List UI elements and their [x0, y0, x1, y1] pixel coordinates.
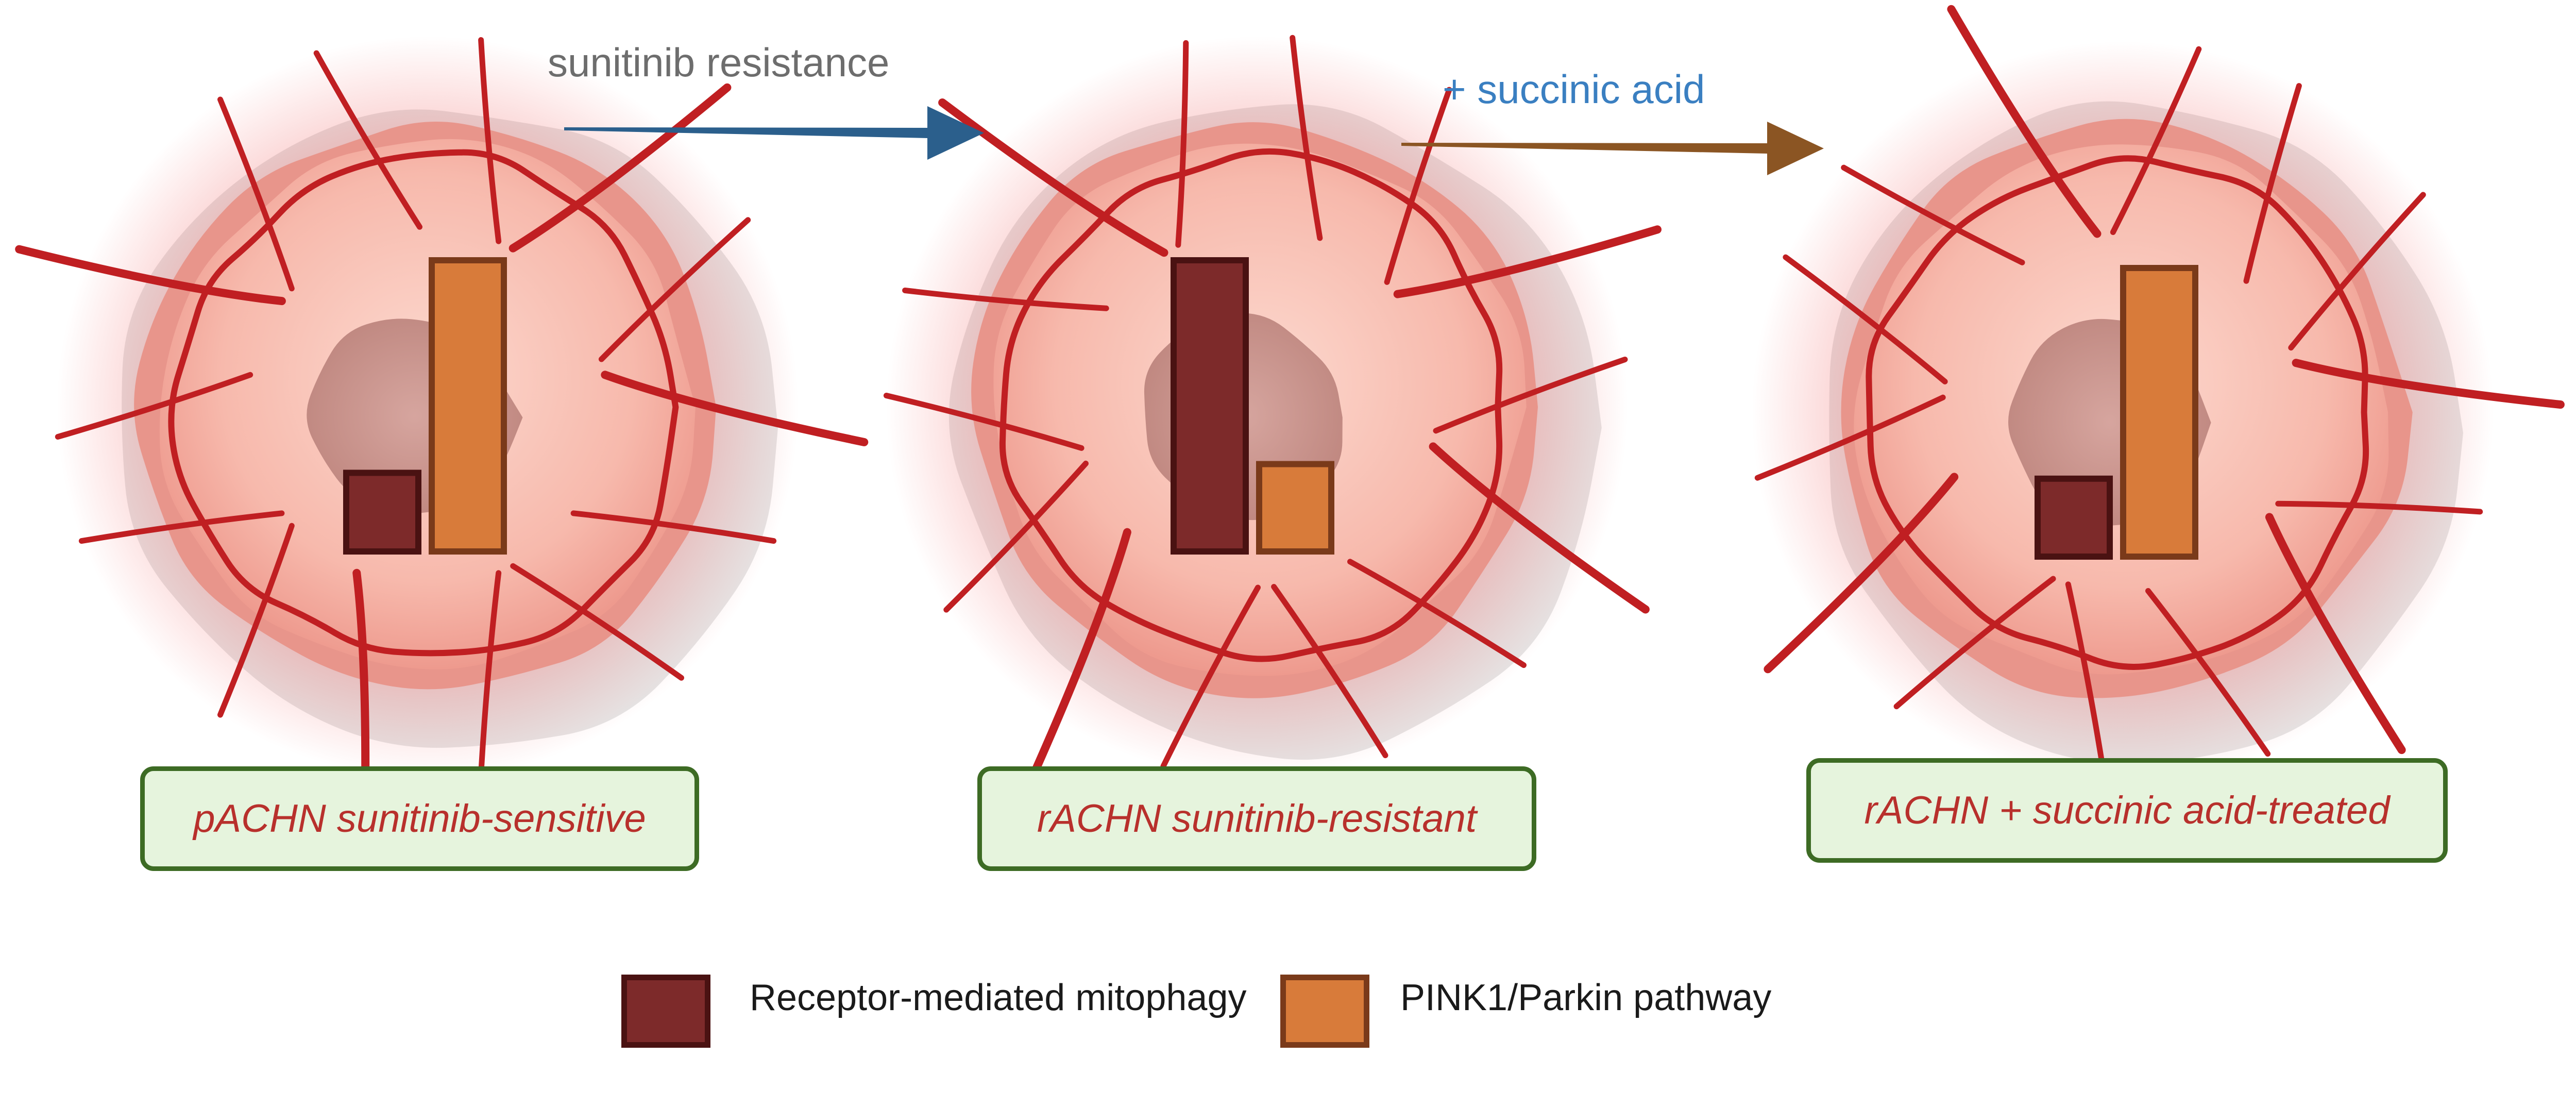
panel-label-sensitive-text: pACHN sunitinib-sensitive [193, 797, 646, 841]
blood-vessel [2288, 192, 2426, 351]
blood-vessel [2065, 581, 2108, 786]
blood-vessel [510, 563, 684, 681]
legend-swatch-receptor [621, 975, 710, 1048]
blood-vessel [509, 83, 732, 253]
blood-vessel [1290, 35, 1323, 241]
arrow-label-succinic: + succinic acid [1443, 66, 1705, 112]
blood-vessel [1160, 584, 1261, 769]
bar-pink1-parkin [429, 257, 507, 555]
blood-vessel [1026, 528, 1131, 786]
bar-pink1-parkin [1256, 461, 1334, 555]
blood-vessel [217, 523, 295, 718]
blood-vessel [1384, 87, 1452, 285]
blood-vessel [883, 393, 1084, 451]
blood-vessel [78, 510, 285, 544]
legend-label-receptor: Receptor-mediated mitophagy [750, 977, 1247, 1018]
blood-vessel [938, 98, 1168, 257]
blood-vessel [2292, 359, 2565, 409]
tumor-cell [883, 35, 1662, 786]
arrow-label-resistance: sunitinib resistance [548, 40, 890, 85]
blood-vessel [1783, 254, 1948, 384]
blood-vessel [2243, 83, 2302, 284]
blood-vessel-ring [168, 149, 679, 657]
blood-vessel [478, 37, 502, 244]
blood-vessel [1271, 584, 1388, 759]
blood-vessel [1175, 40, 1189, 248]
blood-vessel [2110, 46, 2202, 235]
bar-receptor-mediated [2035, 475, 2113, 560]
panel-label-succinic: rACHN + succinic acid-treated [1806, 758, 2448, 863]
blood-vessel [1764, 473, 1959, 674]
bar-receptor-mediated [1171, 257, 1249, 555]
blood-vessel [902, 288, 1109, 311]
blood-vessel [1841, 164, 2025, 265]
panel-label-resistant: rACHN sunitinib-resistant [977, 766, 1536, 871]
blood-vessel [2265, 513, 2406, 755]
blood-vessel [2275, 500, 2483, 515]
bar-pink1-parkin [2120, 265, 2198, 560]
tumor-cell [15, 36, 869, 845]
panel-label-sensitive: pACHN sunitinib-sensitive [140, 766, 699, 871]
arrow-resistance [564, 106, 984, 160]
blood-vessel [601, 371, 869, 446]
blood-vessel [943, 460, 1089, 613]
blood-vessel [1433, 357, 1628, 434]
blood-vessel-ring [999, 148, 1503, 662]
blood-vessel [217, 96, 295, 292]
blood-vessel [478, 570, 502, 777]
blood-vessel [1754, 394, 1946, 481]
blood-vessel [1393, 225, 1662, 298]
blood-vessel [1347, 559, 1527, 668]
blood-vessel-ring [1866, 155, 2369, 670]
blood-vessel [2145, 588, 2271, 757]
blood-vessel [1947, 5, 2102, 238]
blood-vessel [570, 510, 777, 544]
panel-label-resistant-text: rACHN sunitinib-resistant [1037, 797, 1477, 841]
blood-vessel [55, 372, 253, 440]
blood-vessel [598, 217, 751, 362]
arrow-succinic [1401, 122, 1824, 175]
legend-label-pink1: PINK1/Parkin pathway [1400, 977, 1772, 1018]
panel-label-succinic-text: rACHN + succinic acid-treated [1864, 789, 2390, 832]
blood-vessel [313, 50, 422, 230]
blood-vessel [1429, 442, 1650, 614]
bar-receptor-mediated [343, 470, 421, 555]
legend-swatch-pink1 [1280, 975, 1369, 1048]
blood-vessel [1893, 576, 2056, 710]
blood-vessel [15, 245, 286, 306]
